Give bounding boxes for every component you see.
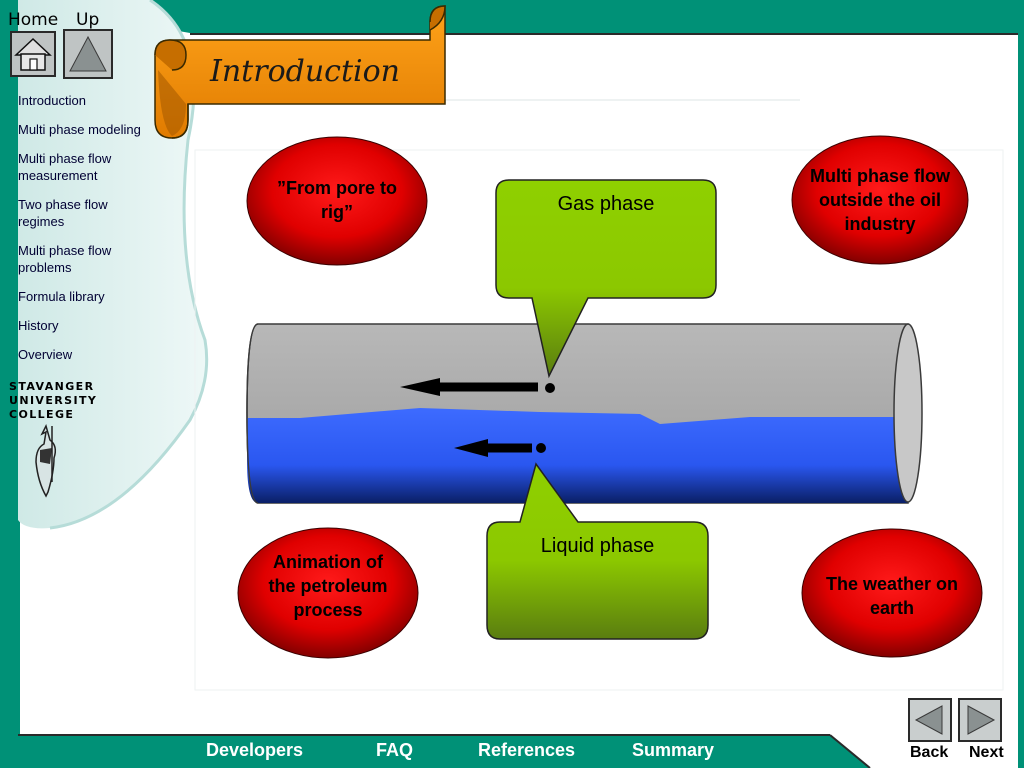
oval-weather[interactable] xyxy=(801,528,983,658)
sidebar-item-two-phase-flow-regimes[interactable]: Two phase flow regimes xyxy=(18,197,108,229)
oval-weather-label[interactable]: The weather on earth xyxy=(825,574,959,618)
back-arrow-icon xyxy=(914,705,943,735)
college-line-3: COLLEGE xyxy=(9,408,75,421)
next-button[interactable] xyxy=(958,698,1002,742)
back-label[interactable]: Back xyxy=(910,744,949,761)
up-button[interactable] xyxy=(63,29,113,79)
sidebar-item-history[interactable]: History xyxy=(18,318,59,333)
gas-phase-callout-shape xyxy=(495,179,717,379)
college-logo-figure xyxy=(35,423,57,498)
footer-link-summary[interactable]: Summary xyxy=(632,740,715,760)
college-line-2: UNIVERSITY xyxy=(9,394,98,407)
home-link[interactable]: Home xyxy=(8,10,59,30)
oval-outside-oil[interactable] xyxy=(791,135,969,265)
footer-link-developers[interactable]: Developers xyxy=(206,740,304,760)
sidebar-item-formula-library[interactable]: Formula library xyxy=(18,289,105,304)
next-arrow-icon xyxy=(967,705,996,735)
up-triangle-icon xyxy=(69,35,107,72)
liquid-phase-region xyxy=(247,408,908,503)
sidebar-item-multi-phase-flow-measurement[interactable]: Multi phase flow measurement xyxy=(18,151,112,183)
oval-outside-oil-label[interactable]: Multi phase flow outside the oil industr… xyxy=(809,166,950,234)
oval-pore-to-rig-label[interactable]: ”From pore to rig” xyxy=(277,178,397,222)
footer-link-faq[interactable]: FAQ xyxy=(376,740,414,760)
liquid-phase-callout-shape xyxy=(486,462,709,640)
sidebar-item-multi-phase-modeling[interactable]: Multi phase modeling xyxy=(18,122,141,137)
oval-pore-to-rig[interactable] xyxy=(246,136,428,266)
college-name: STAVANGER UNIVERSITY COLLEGE xyxy=(9,380,97,422)
home-icon xyxy=(14,37,52,71)
liquid-phase-label: Liquid phase xyxy=(540,535,655,557)
home-button[interactable] xyxy=(10,31,56,77)
up-link[interactable]: Up xyxy=(76,10,100,30)
sidebar-item-multi-phase-flow-problems[interactable]: Multi phase flow problems xyxy=(18,243,112,275)
back-button[interactable] xyxy=(908,698,952,742)
gas-phase-label: Gas phase xyxy=(557,193,655,215)
next-label[interactable]: Next xyxy=(969,744,1004,761)
oval-animation-label[interactable]: Animation of the petroleum process xyxy=(268,552,388,620)
oval-animation[interactable] xyxy=(237,527,419,659)
page-title: Introduction xyxy=(210,54,400,89)
sidebar-nav: Introduction Multi phase modeling Multi … xyxy=(18,92,168,375)
title-banner-scroll xyxy=(154,5,446,139)
sidebar-item-overview[interactable]: Overview xyxy=(18,347,73,362)
college-line-1: STAVANGER xyxy=(9,380,95,393)
pipe-diagram xyxy=(246,323,923,504)
footer-link-references[interactable]: References xyxy=(478,740,576,760)
sidebar-item-introduction[interactable]: Introduction xyxy=(18,93,86,108)
